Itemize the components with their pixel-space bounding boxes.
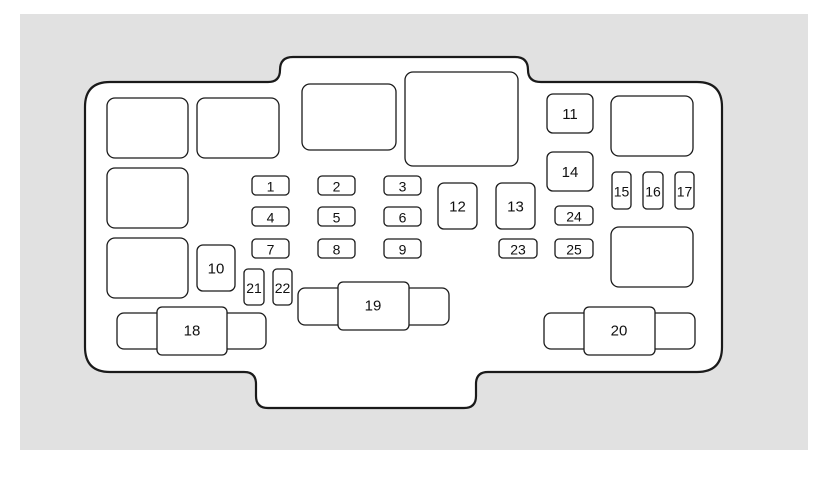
fuse-label: 6 bbox=[399, 210, 407, 226]
fuse-14: 14 bbox=[546, 151, 594, 192]
fuse-18: 18 bbox=[116, 306, 267, 356]
fuse-body bbox=[437, 182, 478, 230]
fuse-3: 3 bbox=[383, 175, 422, 196]
fuse-9: 9 bbox=[383, 238, 422, 259]
fuse-body bbox=[272, 268, 293, 306]
fuse-22: 22 bbox=[272, 268, 293, 306]
fuse-4: 4 bbox=[251, 206, 290, 227]
fuse-body bbox=[196, 244, 236, 292]
fuse-25: 25 bbox=[554, 238, 594, 259]
fuse-body bbox=[554, 205, 594, 226]
fuse-body bbox=[642, 171, 664, 210]
fuse-12: 12 bbox=[437, 182, 478, 230]
relay-slot bbox=[196, 97, 280, 159]
fuse-label: 19 bbox=[365, 298, 382, 315]
fuse-label: 12 bbox=[449, 199, 466, 216]
fuse-2: 2 bbox=[317, 175, 356, 196]
fuse-label: 18 bbox=[184, 323, 201, 340]
fuse-label: 13 bbox=[507, 199, 524, 216]
fuse-label: 5 bbox=[333, 210, 341, 226]
fuse-label: 1 bbox=[267, 179, 275, 195]
fuse-body bbox=[243, 268, 265, 306]
fuse-10: 10 bbox=[196, 244, 236, 292]
fuse-label: 24 bbox=[566, 209, 582, 225]
fuse-body bbox=[383, 175, 422, 196]
fuse-body bbox=[317, 206, 356, 227]
fuse-16: 16 bbox=[642, 171, 664, 210]
fuse-body bbox=[383, 206, 422, 227]
fuse-body bbox=[317, 238, 356, 259]
fuse-13: 13 bbox=[495, 182, 536, 230]
fuse-19: 19 bbox=[297, 281, 450, 331]
fuse-body bbox=[611, 171, 632, 210]
fuse-label: 22 bbox=[275, 280, 291, 296]
relay-slots bbox=[106, 71, 694, 299]
fuse-body bbox=[251, 175, 290, 196]
fuse-label: 4 bbox=[267, 210, 275, 226]
fuse-15: 15 bbox=[611, 171, 632, 210]
fuse-label: 20 bbox=[611, 323, 628, 340]
fuse-label: 3 bbox=[399, 179, 407, 195]
fuse-label: 7 bbox=[267, 242, 275, 258]
fuse-24: 24 bbox=[554, 205, 594, 226]
relay-slot bbox=[301, 83, 397, 151]
relay-slot bbox=[106, 237, 189, 299]
fuse-11: 11 bbox=[546, 93, 594, 134]
fuse-label: 10 bbox=[208, 261, 225, 278]
fuse-label: 25 bbox=[566, 242, 582, 258]
fuse-label: 23 bbox=[510, 242, 526, 258]
relay-slot bbox=[106, 167, 189, 229]
fuse-body bbox=[546, 151, 594, 192]
fuse-label: 16 bbox=[645, 184, 661, 200]
fuse-body bbox=[317, 175, 356, 196]
fuse-body bbox=[546, 93, 594, 134]
fuse-6: 6 bbox=[383, 206, 422, 227]
fuse-body bbox=[554, 238, 594, 259]
fuse-label: 21 bbox=[246, 280, 262, 296]
fuse-5: 5 bbox=[317, 206, 356, 227]
fuse-label: 8 bbox=[333, 242, 341, 258]
fuse-1: 1 bbox=[251, 175, 290, 196]
fuse-23: 23 bbox=[498, 238, 538, 259]
fuse-body bbox=[495, 182, 536, 230]
fuse-body bbox=[674, 171, 695, 210]
fuse-label: 2 bbox=[333, 179, 341, 195]
fuse-7: 7 bbox=[251, 238, 290, 259]
fuse-20: 20 bbox=[543, 306, 696, 356]
fuse-label: 14 bbox=[562, 164, 579, 181]
fuse-label: 15 bbox=[614, 184, 630, 200]
fuse-label: 9 bbox=[399, 242, 407, 258]
relay-slot bbox=[610, 226, 694, 288]
fuse-21: 21 bbox=[243, 268, 265, 306]
relay-slot bbox=[404, 71, 519, 167]
fuse-label: 11 bbox=[562, 106, 578, 123]
relay-slot bbox=[106, 97, 189, 159]
fuse-17: 17 bbox=[674, 171, 695, 210]
fuse-body bbox=[251, 238, 290, 259]
fuse-8: 8 bbox=[317, 238, 356, 259]
relay-slot bbox=[610, 95, 694, 157]
fuse-label: 17 bbox=[677, 184, 693, 200]
fuse-body bbox=[498, 238, 538, 259]
fuse-body bbox=[251, 206, 290, 227]
fuse-body bbox=[383, 238, 422, 259]
